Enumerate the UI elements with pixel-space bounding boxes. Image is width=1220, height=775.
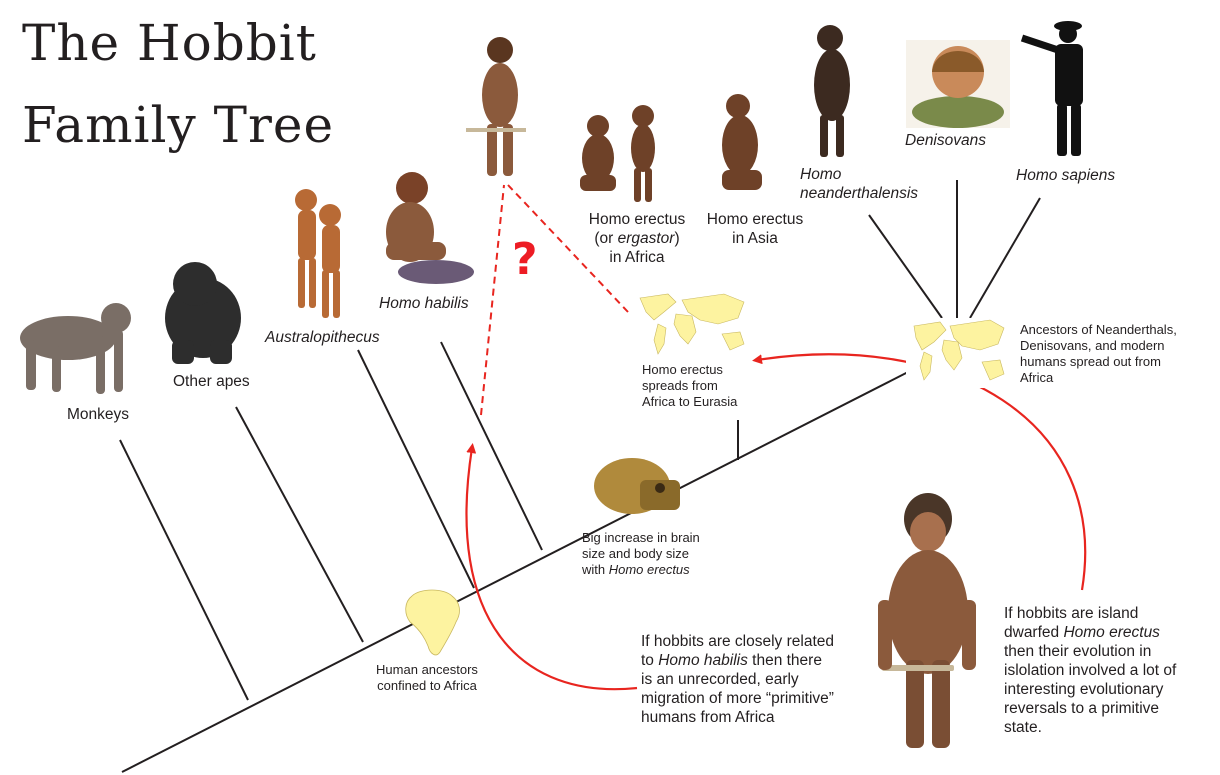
hypothesis-habilis-line3: is an unrecorded, early (641, 670, 834, 689)
hypothesis-habilis-line2: to Homo habilis then there (641, 651, 834, 670)
denisovan-figure (906, 40, 1010, 128)
hypothesis-erectus-line6: reversals to a primitive (1004, 699, 1176, 718)
australopithecus-figure (295, 189, 341, 318)
label-homo-habilis: Homo habilis (379, 294, 469, 313)
note-ancestors-line2: Denisovans, and modern (1020, 338, 1177, 354)
branch-neanderthal (869, 215, 942, 318)
dashed-link-habilis (481, 185, 504, 415)
note-ancestors-line1: Ancestors of Neanderthals, (1020, 322, 1177, 338)
label-australopithecus: Australopithecus (265, 328, 380, 347)
homo-habilis-figure (386, 172, 474, 284)
note-confined-africa: Human ancestors confined to Africa (362, 662, 492, 694)
hobbit-figure-top (466, 37, 526, 176)
note-brain-line1: Big increase in brain (582, 530, 700, 546)
branch-homo-habilis (441, 342, 542, 550)
neanderthal-figure (814, 25, 850, 157)
homo-sapiens-figure (1022, 21, 1083, 156)
label-homo-sapiens: Homo sapiens (1016, 166, 1115, 185)
africa-map (406, 590, 460, 655)
hypothesis-erectus-line4: islolation involved a lot of (1004, 661, 1176, 680)
hypothesis-erectus-line5: interesting evolutionary (1004, 680, 1176, 699)
note-spread-line1: Homo erectus (642, 362, 737, 378)
hypothesis-habilis: If hobbits are closely related to Homo h… (641, 632, 834, 727)
branch-australopithecus (358, 350, 474, 588)
note-spread-line3: Africa to Eurasia (642, 394, 737, 410)
note-ancestors-spread: Ancestors of Neanderthals, Denisovans, a… (1020, 322, 1177, 386)
homo-erectus-africa-figure (580, 105, 655, 202)
hobbit-figure-bottom (878, 493, 976, 748)
hypothesis-erectus-line1: If hobbits are island (1004, 604, 1176, 623)
hypothesis-erectus-line3: then their evolution in (1004, 642, 1176, 661)
label-monkeys: Monkeys (67, 405, 129, 424)
hypothesis-habilis-line1: If hobbits are closely related (641, 632, 834, 651)
world-map-ancestors (906, 318, 1006, 388)
label-erectus-africa-line2: (or ergastor) (582, 229, 692, 248)
label-erectus-africa-line3: in Africa (582, 248, 692, 267)
label-denisovans: Denisovans (905, 131, 986, 150)
label-neanderthal-line2: neanderthalensis (800, 184, 918, 203)
note-brain-line3: with Homo erectus (582, 562, 700, 578)
label-neanderthal: Homo neanderthalensis (800, 165, 918, 203)
hypothesis-erectus: If hobbits are island dwarfed Homo erect… (1004, 604, 1176, 737)
hypothesis-erectus-line7: state. (1004, 718, 1176, 737)
branch-other-apes (236, 407, 363, 642)
monkey-figure (20, 303, 131, 394)
hypothesis-erectus-line2: dwarfed Homo erectus (1004, 623, 1176, 642)
note-confined-line1: Human ancestors (362, 662, 492, 678)
label-erectus-africa-line1: Homo erectus (582, 210, 692, 229)
label-neanderthal-line1: Homo (800, 165, 918, 184)
label-erectus-asia-line2: in Asia (705, 229, 805, 248)
label-other-apes: Other apes (173, 372, 250, 391)
homo-erectus-asia-figure (722, 94, 762, 190)
note-brain-size: Big increase in brain size and body size… (582, 530, 700, 578)
skull-figure (594, 458, 680, 514)
label-erectus-asia: Homo erectus in Asia (705, 210, 805, 248)
note-ancestors-line3: humans spread out from (1020, 354, 1177, 370)
note-confined-line2: confined to Africa (362, 678, 492, 694)
title-line-2: Family Tree (22, 100, 334, 150)
label-erectus-asia-line1: Homo erectus (705, 210, 805, 229)
chimp-figure (165, 262, 241, 364)
hypothesis-habilis-line4: migration of more “primitive” (641, 689, 834, 708)
label-erectus-africa: Homo erectus (or ergastor) in Africa (582, 210, 692, 267)
branch-monkeys (120, 440, 248, 700)
note-brain-line2: size and body size (582, 546, 700, 562)
note-ancestors-line4: Africa (1020, 370, 1177, 386)
hypothesis-habilis-line5: humans from Africa (641, 708, 834, 727)
question-mark: ? (512, 238, 538, 282)
branch-sapiens (970, 198, 1040, 318)
note-spread-line2: spreads from (642, 378, 737, 394)
world-map-erectus (630, 290, 748, 360)
note-erectus-spreads: Homo erectus spreads from Africa to Eura… (642, 362, 737, 410)
title-line-1: The Hobbit (22, 18, 317, 68)
